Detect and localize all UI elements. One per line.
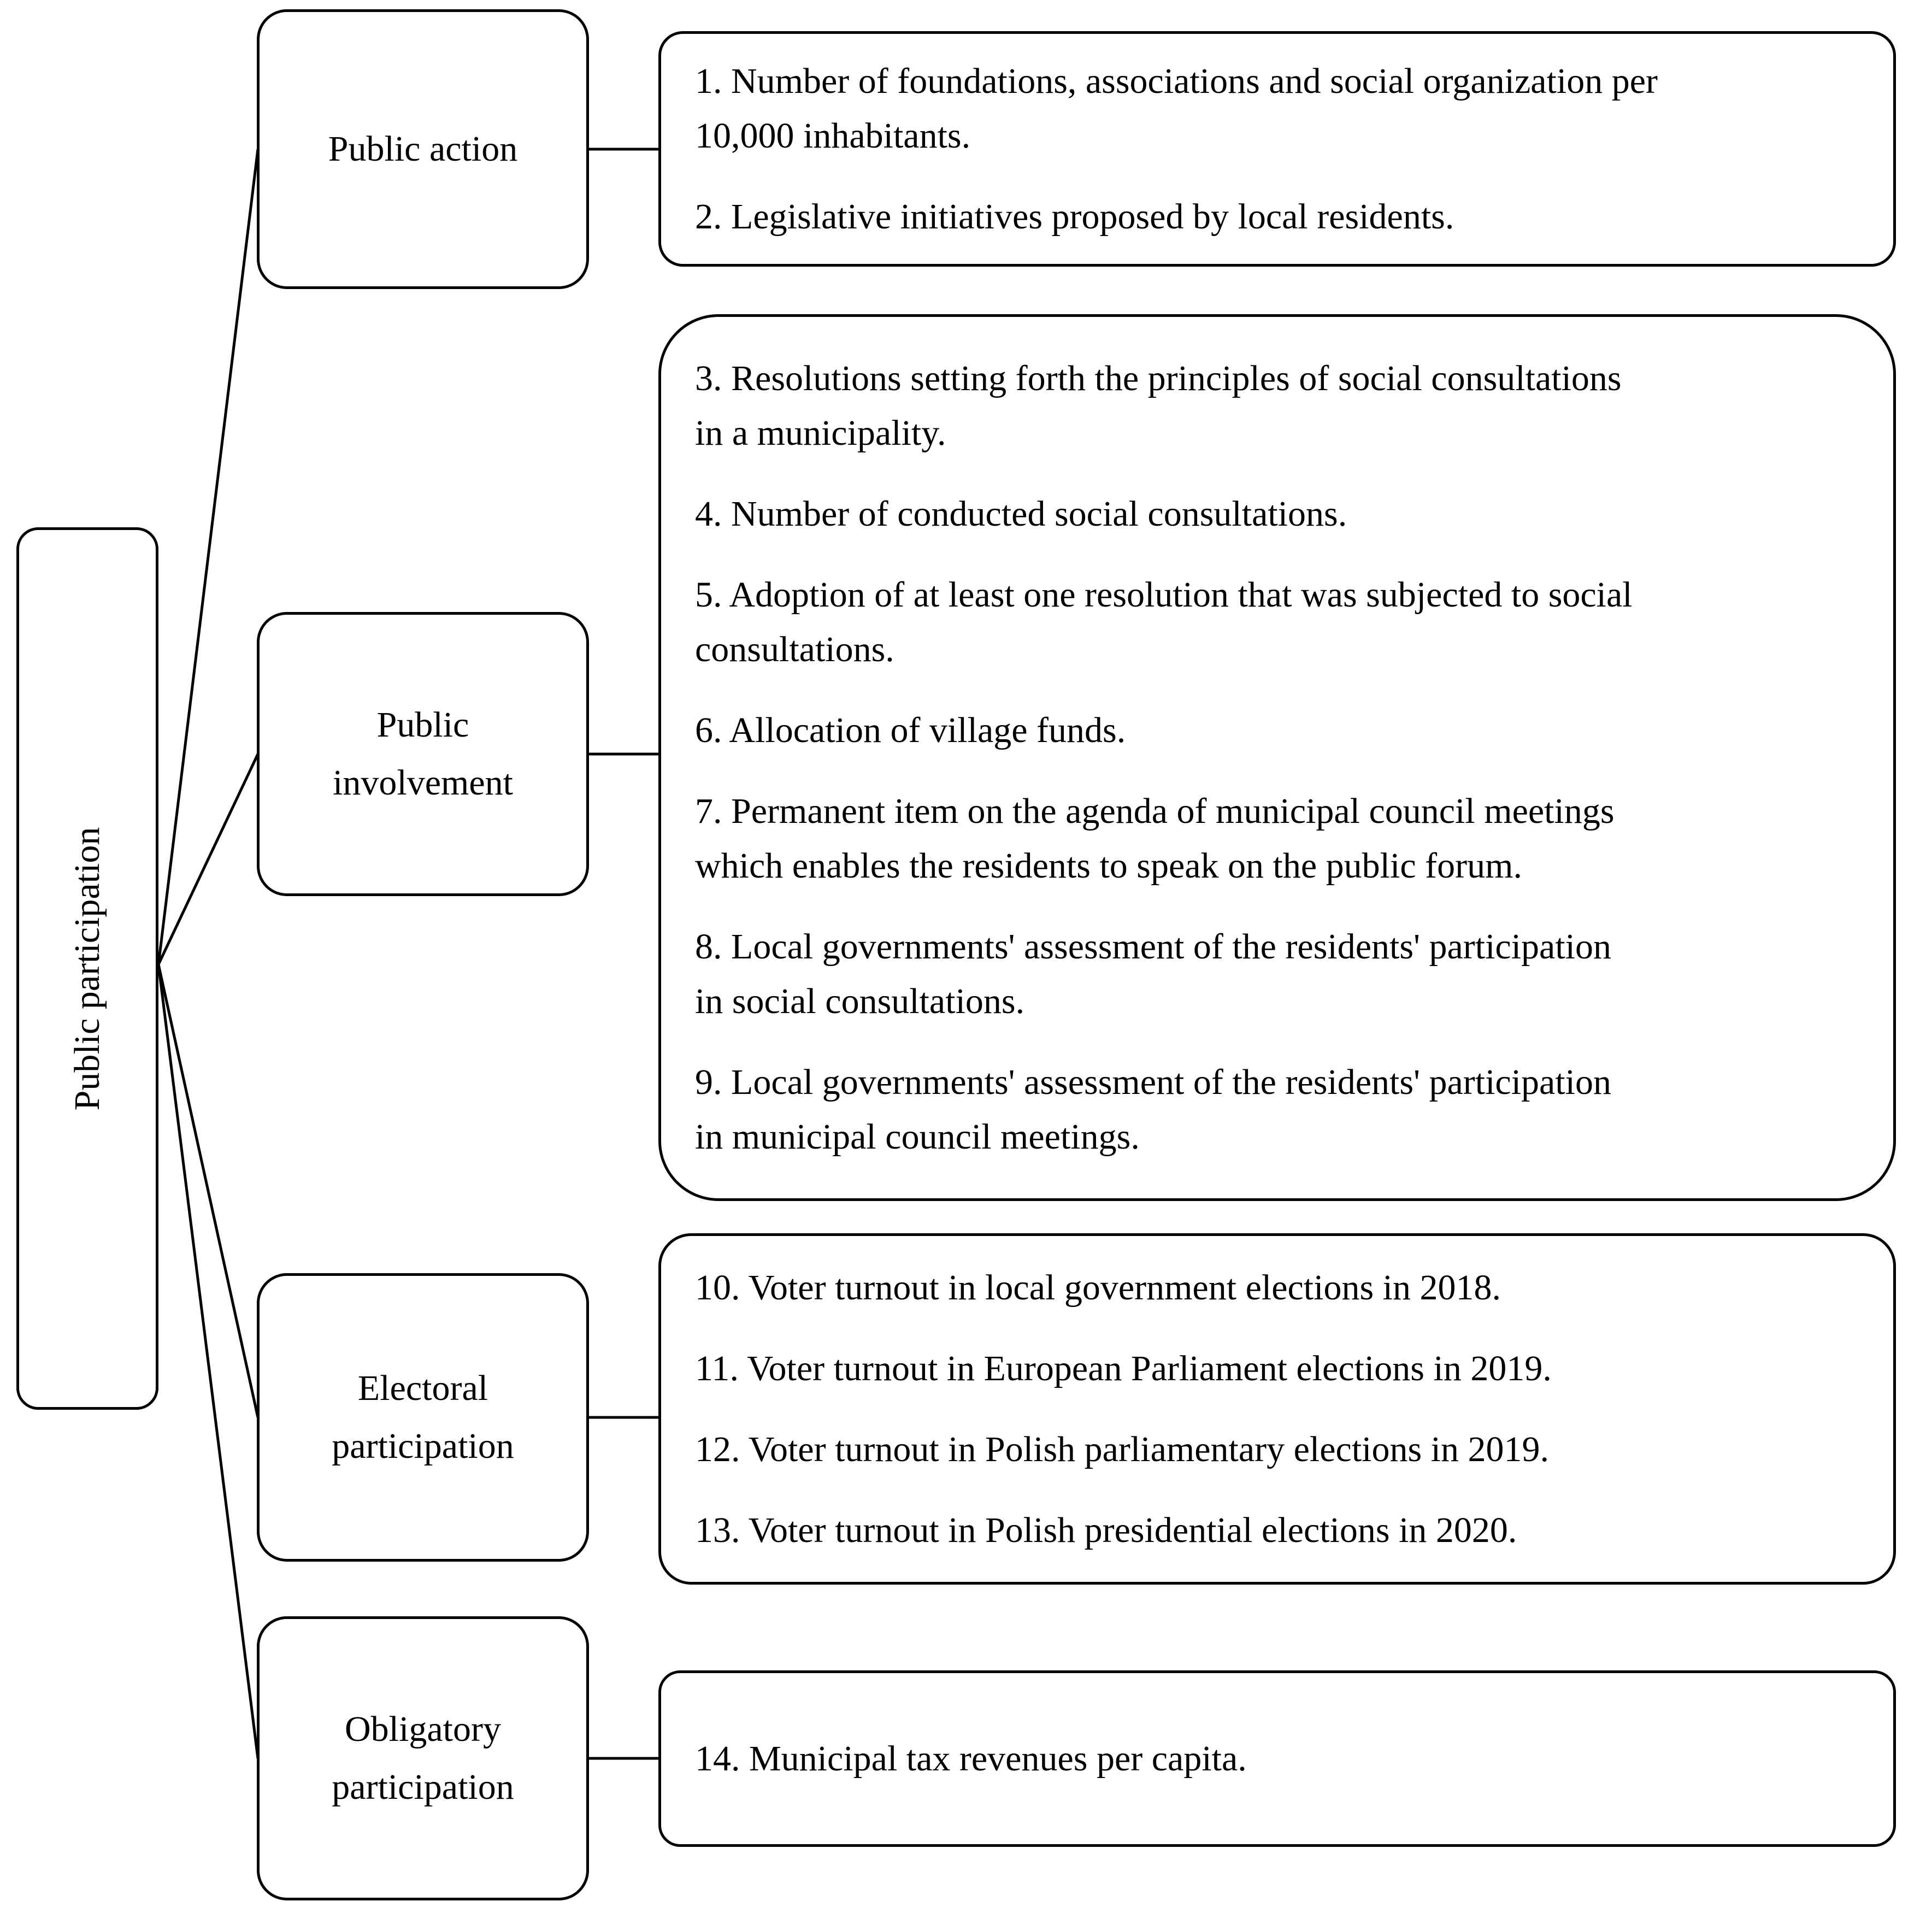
branch-label-public-action: Public action [328,129,518,169]
indicator-item-2: 2. Legislative initiatives proposed by l… [695,196,1454,237]
indicator-item-10: 10. Voter turnout in local government el… [695,1267,1501,1308]
indicator-item-13: 13. Voter turnout in Polish presidential… [695,1510,1517,1550]
edge-root-to-electoral-participation [157,964,260,1418]
indicator-item-4: 4. Number of conducted social consultati… [695,493,1347,534]
indicator-item-1: 1. Number of foundations, associations a… [695,61,1658,156]
indicator-item-9: 9. Local governments' assessment of the … [695,1062,1612,1157]
branch-node-electoral-participation: Electoral participation [257,1273,589,1562]
indicator-item-7: 7. Permanent item on the agenda of munic… [695,791,1615,886]
indicator-item-8: 8. Local governments' assessment of the … [695,926,1612,1021]
branch-node-obligatory-participation: Obligatory participation [257,1616,589,1900]
branch-label-electoral-participation: Electoral participation [332,1368,514,1466]
branch-node-public-action: Public action [257,9,589,289]
root-label: Public participation [67,827,107,1110]
branch-node-public-involvement: Public involvement [257,612,589,896]
edge-root-to-obligatory-participation [157,964,260,1759]
indicator-item-14: 14. Municipal tax revenues per capita. [695,1738,1247,1779]
edge-root-to-public-involvement [157,753,260,966]
edge-root-to-public-action [157,149,260,965]
indicator-item-6: 6. Allocation of village funds. [695,710,1126,750]
indicator-item-11: 11. Voter turnout in European Parliament… [695,1348,1552,1388]
indicator-item-12: 12. Voter turnout in Polish parliamentar… [695,1429,1550,1469]
branch-label-public-involvement: Public involvement [333,705,513,803]
indicator-group-public-action: 1. Number of foundations, associations a… [658,31,1896,267]
branch-label-obligatory-participation: Obligatory participation [332,1709,514,1807]
indicator-group-public-involvement: 3. Resolutions setting forth the princip… [658,314,1896,1201]
indicator-item-3: 3. Resolutions setting forth the princip… [695,358,1622,453]
indicator-item-5: 5. Adoption of at least one resolution t… [695,574,1633,669]
indicator-group-obligatory-participation: 14. Municipal tax revenues per capita. [658,1670,1896,1847]
indicator-group-electoral-participation: 10. Voter turnout in local government el… [658,1233,1896,1585]
root-node: Public participation [16,527,158,1410]
